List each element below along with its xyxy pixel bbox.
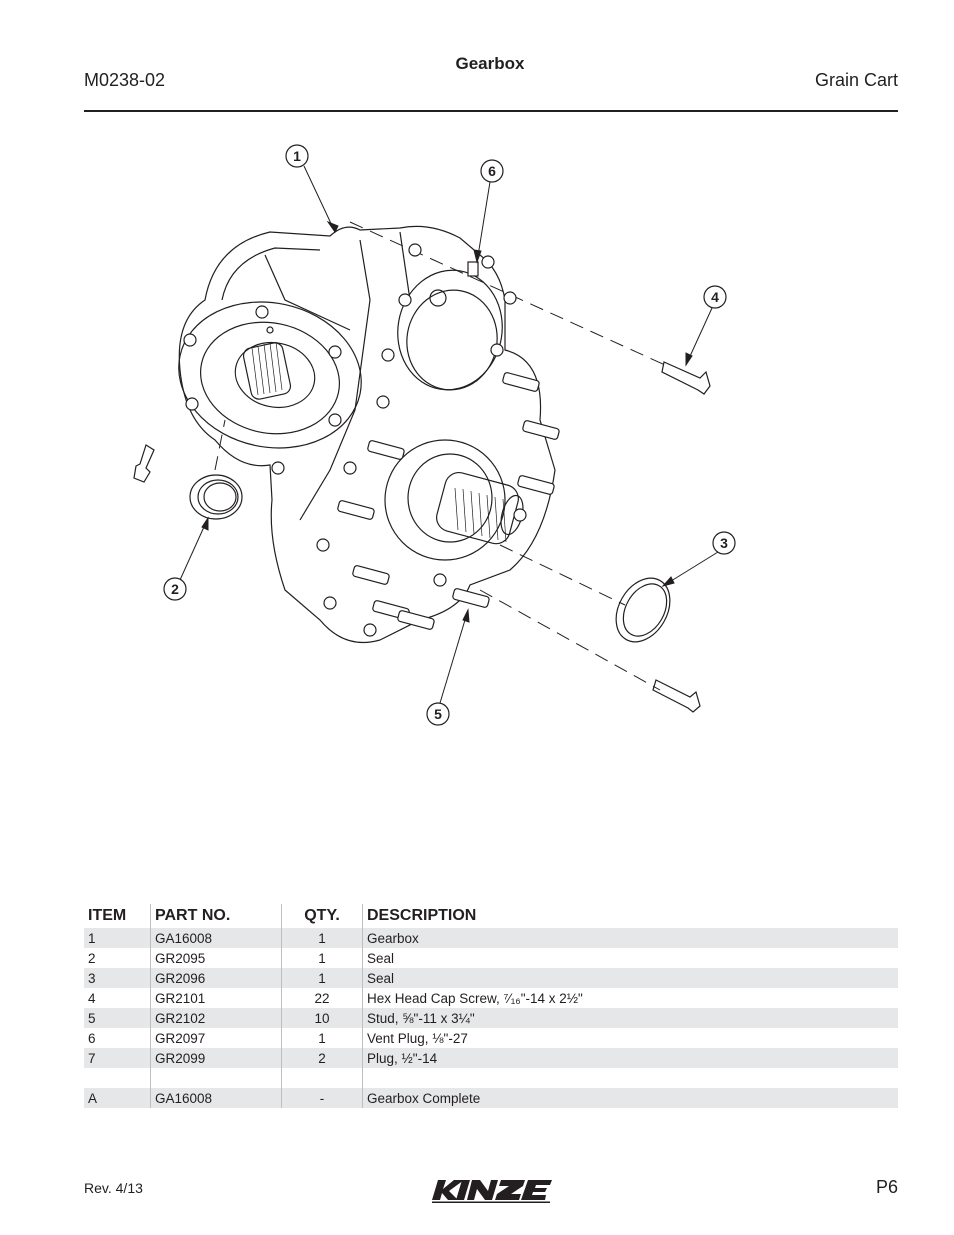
cell-qty: 2: [281, 1048, 363, 1068]
callout-2: 2: [163, 577, 187, 601]
cell-part-no: GR2101: [150, 988, 282, 1008]
seal-input: [189, 474, 243, 520]
cell-qty: [281, 1068, 363, 1088]
svg-text:5: 5: [434, 706, 442, 722]
col-part-no: PART NO.: [150, 904, 282, 928]
cell-part-no: GR2097: [150, 1028, 282, 1048]
page-number: P6: [875, 1177, 898, 1197]
cell-item: 4: [88, 990, 96, 1006]
callout-3: 3: [712, 531, 736, 555]
cell-qty: 1: [281, 1028, 363, 1048]
col-item: ITEM: [88, 907, 127, 924]
seal-output: [615, 577, 671, 643]
cell-description: Stud, ⅝"-11 x 3¼": [362, 1008, 898, 1028]
cap-screw-left: [133, 444, 155, 483]
svg-text:1: 1: [293, 148, 301, 164]
cell-description: Seal: [362, 968, 898, 988]
leader-lines: [179, 165, 719, 704]
cell-description: Gearbox Complete: [362, 1088, 898, 1108]
cell-part-no: [150, 1068, 282, 1088]
cell-description: Gearbox: [362, 928, 898, 948]
col-qty: QTY.: [281, 904, 363, 928]
gearbox-housing: [178, 225, 560, 644]
callout-4: 4: [703, 285, 727, 309]
cell-item: 5: [84, 1008, 151, 1028]
cell-part-no: GA16008: [150, 1088, 282, 1108]
cell-description: Vent Plug, ⅛"-27: [362, 1028, 898, 1048]
page-title: Gearbox: [455, 54, 525, 73]
svg-text:4: 4: [711, 289, 719, 305]
cell-part-no: GR2096: [150, 968, 282, 988]
cell-qty: 1: [281, 948, 363, 968]
cell-description: [362, 1068, 898, 1088]
cell-qty: 22: [281, 988, 363, 1008]
revision: Rev. 4/13: [84, 1180, 143, 1196]
cell-qty: -: [281, 1088, 363, 1108]
cell-qty: 10: [281, 1008, 363, 1028]
parts-table-header: ITEM PART NO. QTY. DESCRIPTION: [84, 904, 898, 928]
gearbox-exploded-drawing: 1 2 3 4 5 6: [133, 144, 736, 726]
product-name: Grain Cart: [814, 70, 898, 90]
cell-item: 3: [84, 968, 151, 988]
cell-part-no: GR2099: [150, 1048, 282, 1068]
cell-item: 2: [88, 950, 96, 966]
svg-text:3: 3: [720, 535, 728, 551]
svg-text:2: 2: [171, 581, 179, 597]
cell-part-no: GA16008: [150, 928, 282, 948]
cell-description: Plug, ½"-14: [362, 1048, 898, 1068]
cell-item: 1: [84, 928, 151, 948]
callout-1: 1: [285, 144, 309, 168]
cell-item: A: [84, 1088, 151, 1108]
cell-qty: 1: [281, 928, 363, 948]
kinze-logo-icon: [432, 1180, 552, 1203]
cell-description: Hex Head Cap Screw, ⁷⁄₁₆"-14 x 2½": [362, 988, 898, 1008]
callout-6: 6: [480, 159, 504, 183]
header-rule: [84, 110, 898, 112]
cell-item: [84, 1068, 151, 1088]
table-row: [84, 1068, 898, 1088]
cell-part-no: GR2102: [150, 1008, 282, 1028]
svg-text:6: 6: [488, 163, 496, 179]
doc-number: M0238-02: [84, 70, 166, 90]
cap-screw-lower: [652, 679, 701, 713]
cell-qty: 1: [281, 968, 363, 988]
cap-screw-upper: [661, 361, 711, 395]
col-description: DESCRIPTION: [362, 904, 898, 928]
cell-part-no: GR2095: [150, 948, 282, 968]
cell-item: 7: [84, 1048, 151, 1068]
cell-item: 6: [88, 1030, 96, 1046]
cell-description: Seal: [362, 948, 898, 968]
callout-5: 5: [426, 702, 450, 726]
